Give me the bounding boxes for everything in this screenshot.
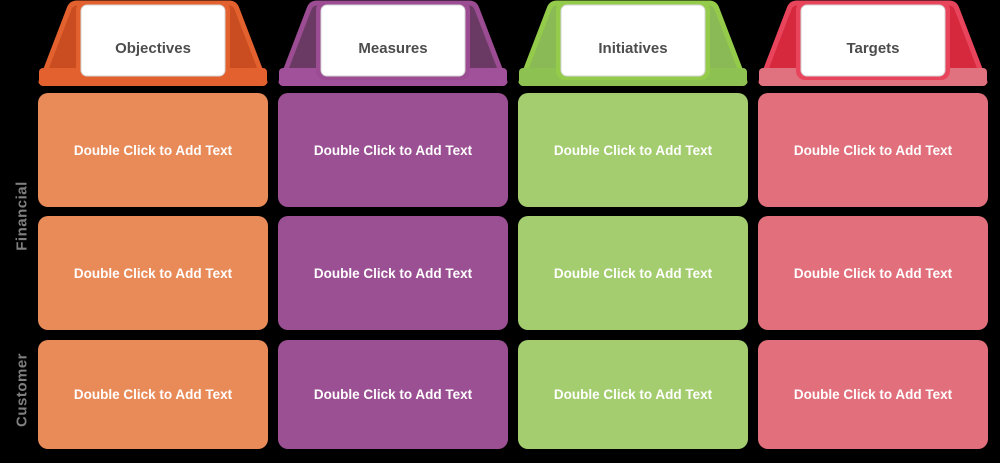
header-title[interactable]: Measures [358, 40, 428, 57]
column-header-targets: Targets [758, 0, 988, 86]
header-tab-shape [278, 0, 508, 86]
cell-initiatives-row1[interactable]: Double Click to Add Text [518, 93, 748, 207]
column-objectives: Objectives Double Click to Add Text Doub… [38, 0, 268, 463]
cell-objectives-row1[interactable]: Double Click to Add Text [38, 93, 268, 207]
header-label-card [320, 4, 466, 77]
row-label-financial[interactable]: Financial [13, 181, 31, 251]
column-header-measures: Measures [278, 0, 508, 86]
cell-measures-row2[interactable]: Double Click to Add Text [278, 216, 508, 330]
header-tab-shape [38, 0, 268, 86]
column-measures: Measures Double Click to Add Text Double… [278, 0, 508, 463]
cell-targets-row3[interactable]: Double Click to Add Text [758, 340, 988, 449]
cell-objectives-row2[interactable]: Double Click to Add Text [38, 216, 268, 330]
cell-objectives-row3[interactable]: Double Click to Add Text [38, 340, 268, 449]
cell-initiatives-row2[interactable]: Double Click to Add Text [518, 216, 748, 330]
header-title[interactable]: Targets [846, 40, 900, 57]
cell-measures-row3[interactable]: Double Click to Add Text [278, 340, 508, 449]
header-title[interactable]: Initiatives [598, 40, 668, 57]
column-header-objectives: Objectives [38, 0, 268, 86]
header-tab-shape [518, 0, 748, 86]
header-tab-shape [758, 0, 988, 86]
cell-measures-row1[interactable]: Double Click to Add Text [278, 93, 508, 207]
header-label-card [80, 4, 226, 77]
column-initiatives: Initiatives Double Click to Add Text Dou… [518, 0, 748, 463]
header-title[interactable]: Objectives [115, 40, 191, 57]
cell-targets-row1[interactable]: Double Click to Add Text [758, 93, 988, 207]
header-label-card [560, 4, 706, 77]
cell-targets-row2[interactable]: Double Click to Add Text [758, 216, 988, 330]
row-label-customer[interactable]: Customer [13, 352, 31, 428]
header-label-card [800, 4, 946, 77]
column-targets: Targets Double Click to Add Text Double … [758, 0, 988, 463]
cell-initiatives-row3[interactable]: Double Click to Add Text [518, 340, 748, 449]
column-header-initiatives: Initiatives [518, 0, 748, 86]
